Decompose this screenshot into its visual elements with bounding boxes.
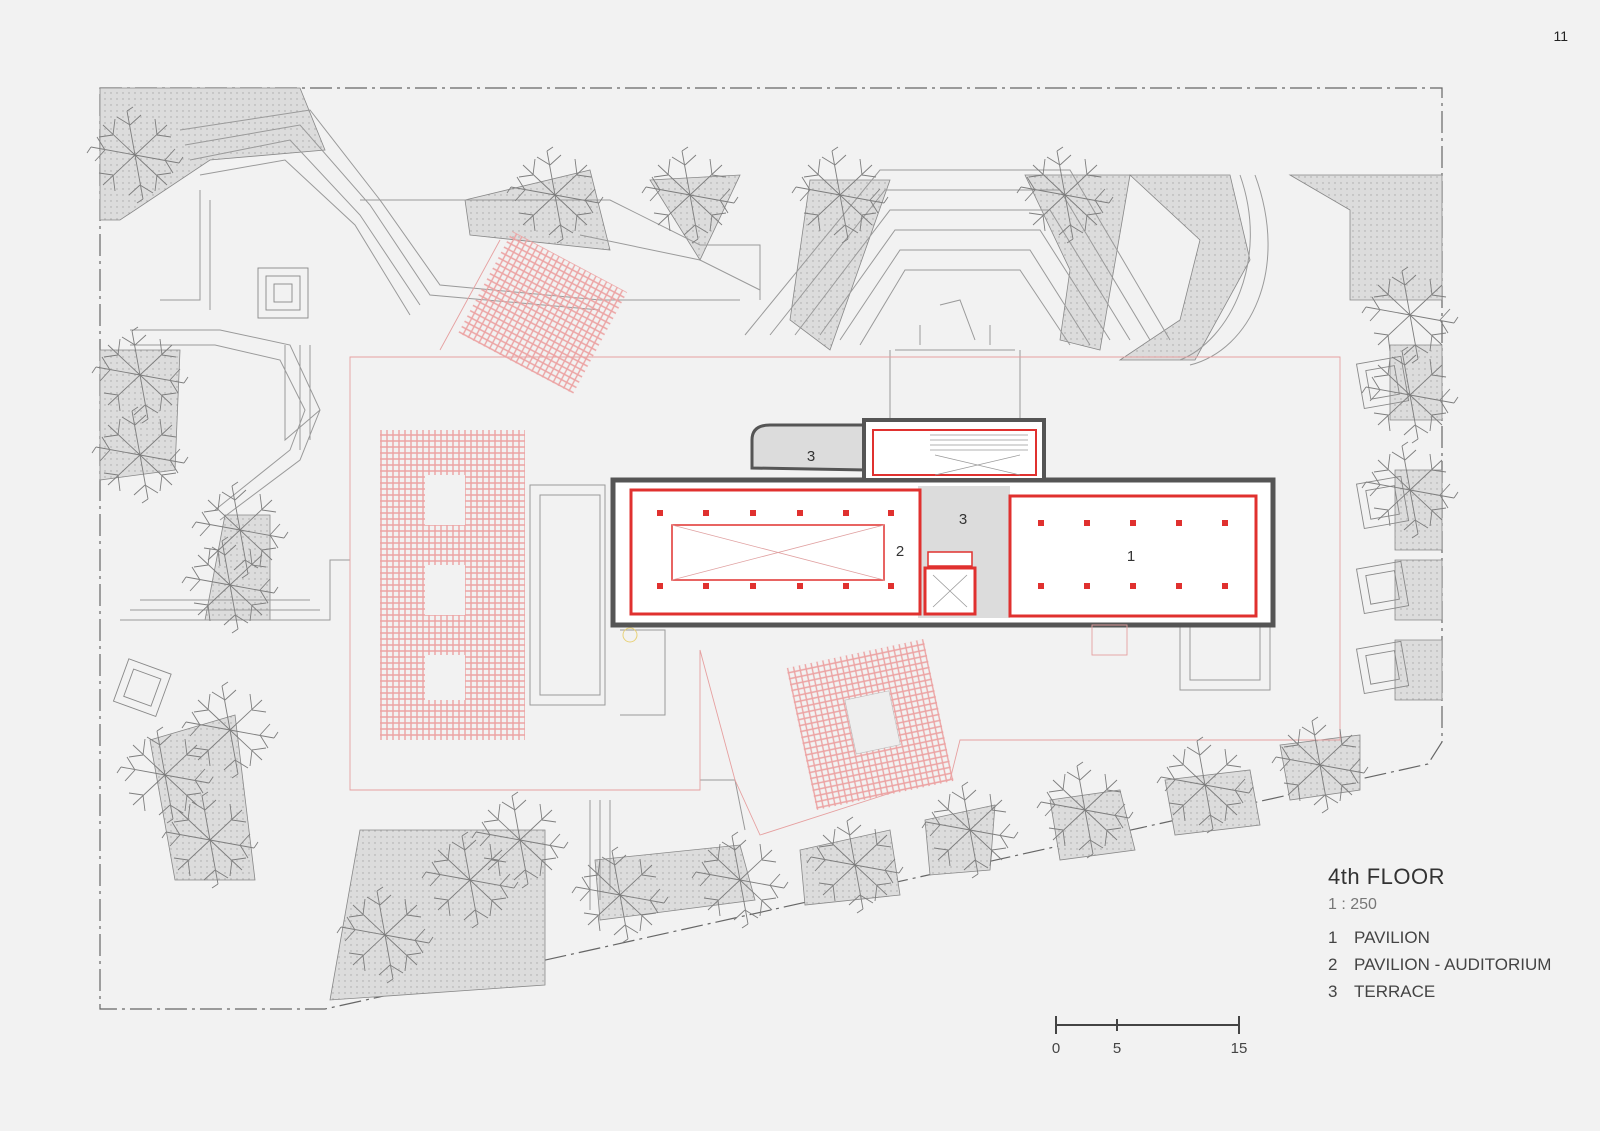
legend-list: 1 PAVILION 2 PAVILION - AUDITORIUM 3 TER… — [1328, 928, 1551, 1009]
legend-item-number: 1 — [1328, 928, 1338, 947]
legend: 4th FLOOR 1 : 250 1 PAVILION 2 PAVILION … — [1328, 864, 1551, 1009]
legend-item: 3 TERRACE — [1328, 982, 1551, 1009]
scale-bar: 0 5 15 — [1050, 1012, 1250, 1062]
room-label-terrace-north: 3 — [807, 448, 815, 465]
floor-title: 4th FLOOR — [1328, 864, 1445, 889]
pergola-north — [458, 231, 628, 394]
room-label-auditorium: 2 — [896, 543, 904, 560]
site-boundary — [99, 87, 1443, 1010]
page-number: 11 — [1553, 28, 1568, 44]
pavilion-room — [1008, 494, 1258, 618]
building — [610, 418, 1276, 656]
square-planters — [112, 267, 1410, 718]
legend-item-number: 3 — [1328, 982, 1338, 1001]
legend-item-label: TERRACE — [1354, 982, 1436, 1001]
structural-columns — [657, 510, 1228, 589]
legend-item: 1 PAVILION — [1328, 928, 1551, 955]
planting-beds — [99, 87, 1443, 1001]
legend-item: 2 PAVILION - AUDITORIUM — [1328, 955, 1551, 982]
legend-item-number: 2 — [1328, 955, 1338, 974]
scale-bar-label: 5 — [1112, 1040, 1122, 1057]
room-label-pavilion: 1 — [1127, 548, 1135, 565]
landscape-terraces — [120, 109, 1271, 910]
room-label-terrace-core: 3 — [959, 511, 967, 528]
legend-item-label: PAVILION — [1354, 928, 1430, 947]
scale-bar-tick — [1238, 1016, 1240, 1034]
scale-bar-tick — [1116, 1019, 1118, 1031]
scale-bar-line — [1055, 1024, 1239, 1026]
north-terrace — [750, 423, 868, 472]
roof-terrace-outline — [349, 356, 1341, 836]
pergolas — [380, 231, 954, 810]
scale-bar-label: 0 — [1051, 1040, 1061, 1057]
drawing-scale: 1 : 250 — [1328, 896, 1377, 913]
legend-item-label: PAVILION - AUDITORIUM — [1354, 955, 1552, 974]
scale-bar-label: 15 — [1230, 1040, 1248, 1057]
scale-bar-tick — [1055, 1016, 1057, 1034]
